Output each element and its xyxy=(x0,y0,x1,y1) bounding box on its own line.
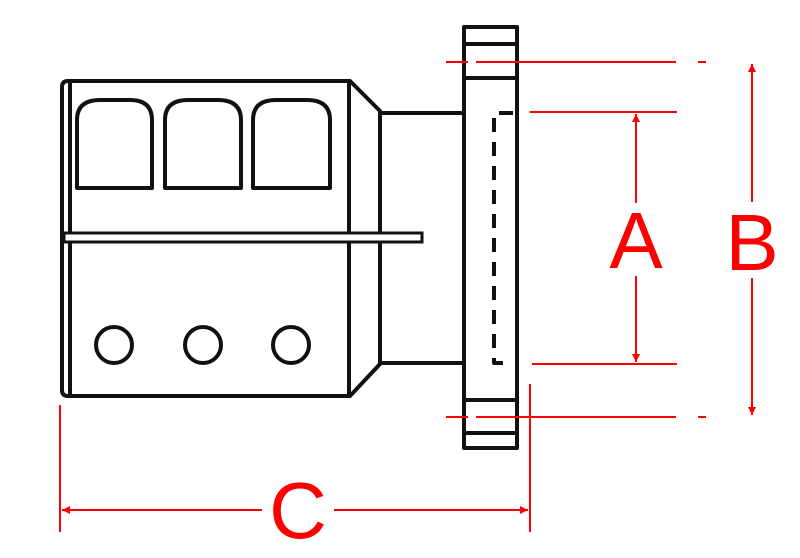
dimension-c: C xyxy=(59,384,531,555)
dimension-b: B xyxy=(446,61,780,418)
flange xyxy=(462,25,519,450)
dimension-a-label: A xyxy=(609,196,663,285)
dimension-c-label: C xyxy=(269,466,327,555)
cam-windows xyxy=(75,98,332,190)
neck xyxy=(380,111,463,365)
dimension-b-label: B xyxy=(725,198,778,287)
cam-handle xyxy=(62,231,424,244)
holes xyxy=(94,325,311,365)
dimension-a: A xyxy=(530,111,677,365)
